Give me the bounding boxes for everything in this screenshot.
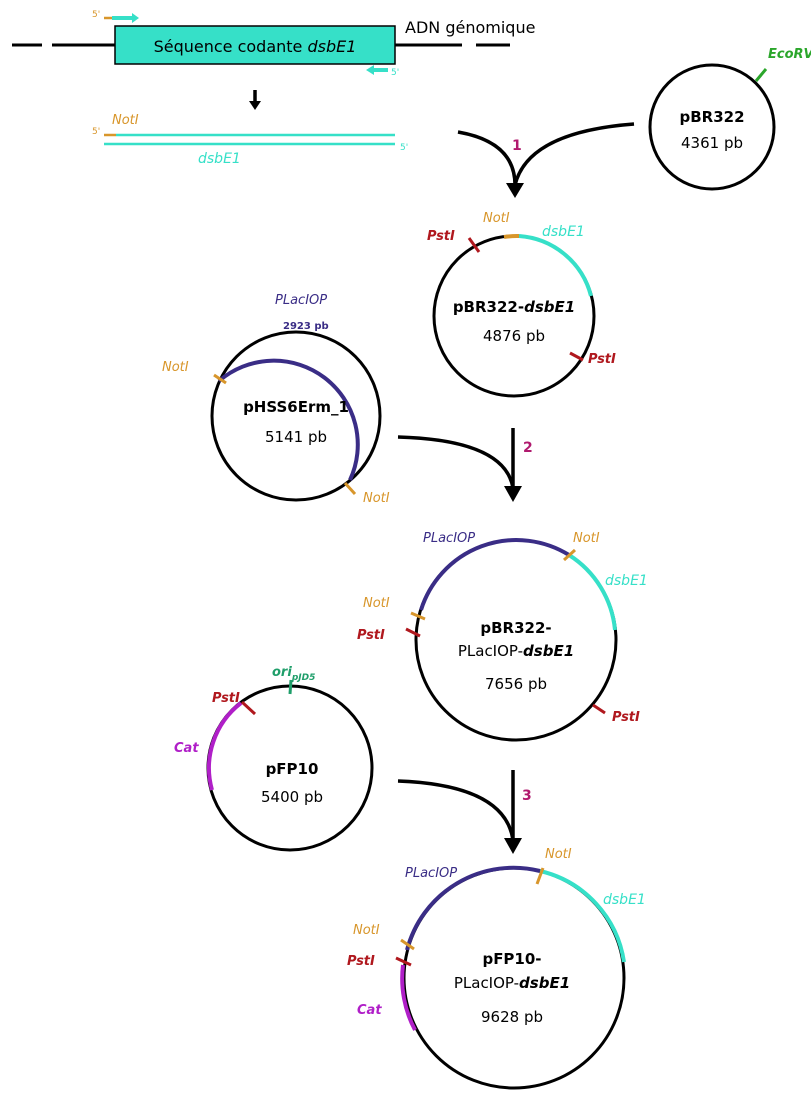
psti-label-2: PstI [588, 352, 616, 367]
psti-label: PstI [212, 691, 240, 706]
pbr322-name: pBR322 [679, 108, 744, 126]
step2-arrow-left [397, 435, 515, 489]
plasmid-pbr322-placiop-dsbe1 [414, 538, 618, 742]
plasmid-pfp10-placiop-dsbe1 [400, 865, 626, 1090]
cat-segment [206, 701, 243, 791]
noti-site-mark-top [535, 867, 545, 885]
coding-sequence-box [114, 25, 396, 65]
pfp10-size: 5400 pb [261, 788, 323, 806]
dsbe1-segment [567, 553, 617, 631]
noti-site-mark-left [400, 938, 415, 951]
dsbe1-segment [539, 869, 626, 963]
pbr322-dsbe1-size: 4876 pb [483, 327, 545, 345]
psti-site-mark-1 [467, 237, 481, 253]
psti-site-mark [240, 700, 257, 716]
noti-site-mark-2 [343, 481, 357, 496]
placiop-label: PLacIOP [405, 866, 457, 881]
dsbe1-segment [518, 234, 593, 297]
psti-label-right: PstI [612, 710, 640, 725]
pbr322-size: 4361 pb [681, 134, 743, 152]
placiop-label: PLacIOP [275, 293, 327, 308]
pbr322-placiop-dsbe1-name-line2: PLacIOP-dsbE1 [458, 642, 574, 660]
cat-label: Cat [174, 741, 199, 756]
pcr-product-gene-label: dsbE1 [198, 151, 241, 167]
plasmid-phss6erm [210, 330, 382, 502]
coding-sequence-label: Séquence codante dsbE1 [154, 37, 357, 56]
placiop-segment [419, 538, 571, 611]
pcr-down-arrow [249, 90, 261, 110]
psti-site-mark-left [395, 956, 412, 967]
noti-segment [503, 233, 520, 239]
psti-label-1: PstI [427, 229, 455, 244]
pbr322-dsbe1-name: pBR322-dsbE1 [453, 298, 575, 316]
plasmid-pbr322 [648, 63, 776, 191]
step3-arrowhead [504, 838, 522, 854]
pbr322-placiop-dsbe1-size: 7656 pb [485, 675, 547, 693]
step1-arrow-right [513, 122, 635, 186]
ecorv-label: EcoRV [768, 47, 811, 62]
genomic-dna-label: ADN génomique [405, 18, 535, 37]
placiop-segment [217, 358, 360, 481]
noti-site-mark-1 [213, 373, 227, 385]
psti-site-mark-2 [569, 351, 584, 362]
step1-arrowhead [506, 183, 524, 198]
step1-number: 1 [512, 138, 522, 154]
ori-site-mark [288, 679, 293, 695]
primer-forward-arrow [112, 13, 139, 23]
noti-label-2: NotI [363, 491, 390, 506]
final-size: 9628 pb [481, 1008, 543, 1026]
pcr-product-5prime-left: 5' [92, 127, 100, 137]
phss6erm-size: 5141 pb [265, 428, 327, 446]
primer-reverse-arrow [366, 65, 388, 75]
pfp10-name: pFP10 [266, 760, 319, 778]
noti-label-1: NotI [162, 360, 189, 375]
cat-segment [400, 964, 417, 1031]
pcr-product [104, 133, 395, 146]
primer-forward-5prime: 5' [92, 10, 100, 20]
plasmid-pbr322-dsbe1 [432, 233, 596, 398]
psti-label-left: PstI [347, 954, 375, 969]
noti-label-left: NotI [363, 596, 390, 611]
step2-arrowhead [504, 486, 522, 502]
final-name-line1: pFP10- [482, 950, 541, 968]
dsbe1-label: dsbE1 [542, 224, 585, 240]
placiop-label: PLacIOP [423, 531, 475, 546]
noti-label-top: NotI [573, 531, 600, 546]
ecorv-site-mark [754, 68, 768, 82]
step1-arrow-left [457, 130, 517, 186]
psti-label-left: PstI [357, 628, 385, 643]
final-name-line2: PLacIOP-dsbE1 [454, 974, 570, 992]
pcr-product-noti-label: NotI [112, 113, 139, 128]
noti-label: NotI [483, 211, 510, 226]
placiop-segment [405, 865, 541, 951]
phss6erm-name: pHSS6Erm_1 [243, 398, 349, 416]
pbr322-placiop-dsbe1-name-line1: pBR322- [480, 619, 551, 637]
step2-number: 2 [523, 440, 533, 456]
noti-site-mark-left [410, 611, 426, 621]
ori-label: oripJD5 [272, 665, 315, 683]
psti-site-mark-left [405, 627, 421, 638]
cat-label: Cat [357, 1003, 382, 1018]
step3-number: 3 [522, 788, 532, 804]
noti-label-top: NotI [545, 847, 572, 862]
step3-arrow-left [397, 779, 515, 841]
primer-reverse-5prime: 5' [391, 68, 399, 78]
dsbe1-label: dsbE1 [605, 573, 648, 589]
dsbe1-label: dsbE1 [603, 892, 646, 908]
noti-label-left: NotI [353, 923, 380, 938]
noti-site-mark-top [562, 548, 577, 562]
pcr-product-5prime-right: 5' [400, 143, 408, 153]
psti-site-mark-right [592, 703, 606, 715]
placiop-size-label: 2923 pb [283, 321, 329, 332]
